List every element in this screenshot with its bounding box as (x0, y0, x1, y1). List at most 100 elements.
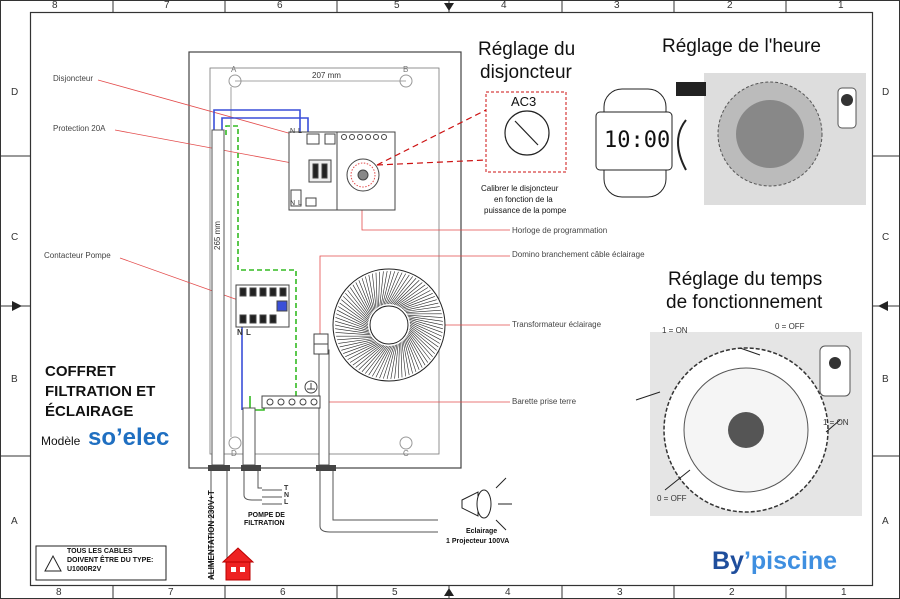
callout-domino: Domino branchement câble éclairage (512, 250, 645, 259)
transformer-winding (345, 293, 370, 320)
breaker-caption-1: Calibrer le disjoncteur (481, 184, 559, 193)
breaker-caption-2: en fonction de la (494, 195, 553, 204)
transformer-winding (390, 344, 398, 380)
transformer-winding (396, 284, 426, 306)
transformer-winding (347, 290, 370, 319)
panel-title-line-2: FILTRATION ET (45, 383, 156, 400)
transformer-winding (395, 282, 423, 306)
frame-col-top: 1 (838, 0, 844, 11)
transformer-winding (335, 317, 369, 330)
transformer-winding (408, 317, 444, 326)
transformer-winding (345, 342, 378, 357)
frame-row-left: D (11, 87, 19, 98)
contactor-module (235, 284, 290, 328)
warning-line-1: TOUS LES CABLES (67, 548, 133, 555)
timer-module (336, 131, 396, 211)
transformer-winding (406, 335, 423, 368)
transformer-winding (361, 278, 374, 312)
light-domino (313, 333, 329, 355)
transformer-winding (368, 274, 376, 310)
transformer-winding (352, 344, 382, 366)
cable-glands (208, 465, 336, 471)
transformer-winding (409, 324, 440, 344)
light-label-1: Eclairage (466, 528, 498, 535)
pump-terminal-l: L (284, 499, 289, 506)
watch-display: 10:00 (604, 128, 671, 153)
transformer-winding (337, 337, 373, 341)
frame-col-bottom: 5 (392, 587, 398, 598)
transformer-winding (349, 287, 371, 317)
transformer-winding (407, 333, 429, 363)
transformer-winding (343, 341, 377, 354)
pump-terminal-t: T (284, 485, 289, 492)
run-time-title-2: de fonctionnement (666, 292, 823, 313)
transformer-winding (388, 273, 406, 305)
lighting-transformer (332, 268, 446, 382)
transformer-winding (358, 280, 373, 313)
transformer-winding (398, 343, 400, 379)
transformer-winding (365, 276, 375, 311)
transformer-winding (334, 324, 370, 333)
terminal-n-contactor: N (237, 328, 243, 337)
transformer-winding (375, 272, 378, 308)
panel-title-line-3: ÉCLAIRAGE (45, 403, 134, 420)
transformer-winding (390, 276, 413, 305)
transformer-winding (404, 302, 439, 311)
transformer-winding (347, 342, 379, 360)
transformer-winding (398, 287, 429, 307)
frame-row-left: B (11, 374, 18, 385)
frame-col-top: 3 (614, 0, 620, 11)
transformer-winding (379, 345, 393, 379)
label-off-0b: 0 = OFF (657, 494, 687, 503)
transformer-winding (335, 332, 371, 336)
pump-terminal-n: N (284, 492, 290, 499)
transformer-winding (355, 282, 372, 315)
frame-row-right: A (882, 516, 889, 527)
warning-line-3: U1000R2V (67, 566, 102, 573)
breaker-module (288, 131, 338, 211)
corner-label-b: B (403, 65, 409, 74)
frame-col-bottom: 6 (280, 587, 286, 598)
pump-label-2: FILTRATION (244, 520, 285, 527)
frame-col-top: 2 (727, 0, 733, 11)
transformer-winding (378, 271, 380, 307)
terminal-l-top: L (298, 128, 302, 135)
transformer-winding (339, 302, 369, 324)
label-off-0: 0 = OFF (775, 322, 805, 331)
frame-row-right: C (882, 232, 890, 243)
warning-icon (35, 545, 167, 581)
spotlight-icon (461, 477, 512, 531)
corner-label-d: D (231, 449, 237, 458)
transformer-winding (338, 338, 373, 344)
terminal-n-top: N (290, 128, 296, 135)
transformer-winding (349, 343, 380, 363)
transformer-winding (338, 306, 369, 326)
transformer-winding (402, 299, 437, 310)
frame-col-top: 5 (394, 0, 400, 11)
callout-transformateur: Transformateur éclairage (512, 320, 602, 329)
center-arrows (12, 3, 888, 596)
transformer-winding (365, 345, 388, 374)
transformer-winding (401, 296, 435, 309)
transformer-winding (402, 340, 410, 376)
transformer-winding (401, 341, 406, 377)
transformer-winding (336, 313, 369, 329)
frame-col-bottom: 3 (617, 587, 623, 598)
frame-col-bottom: 8 (56, 587, 62, 598)
transformer-winding (339, 339, 374, 348)
frame-col-top: 6 (277, 0, 283, 11)
transformer-winding (379, 271, 384, 307)
callout-contacteur: Contacteur Pompe (44, 251, 111, 260)
bypiscine-logo: By’piscine (712, 547, 837, 576)
transformer-winding (409, 326, 439, 348)
transformer-winding (372, 345, 390, 377)
transformer-winding (400, 342, 403, 378)
warning-line-2: DOIVENT ÊTRE DU TYPE: (67, 557, 154, 564)
transformer-winding (336, 309, 369, 327)
transformer-winding (404, 338, 417, 372)
terminal-l-bottom: L (298, 200, 302, 207)
brand-logo: so’elec (88, 424, 169, 452)
transformer-winding (355, 344, 383, 368)
transformer-winding (380, 270, 388, 306)
